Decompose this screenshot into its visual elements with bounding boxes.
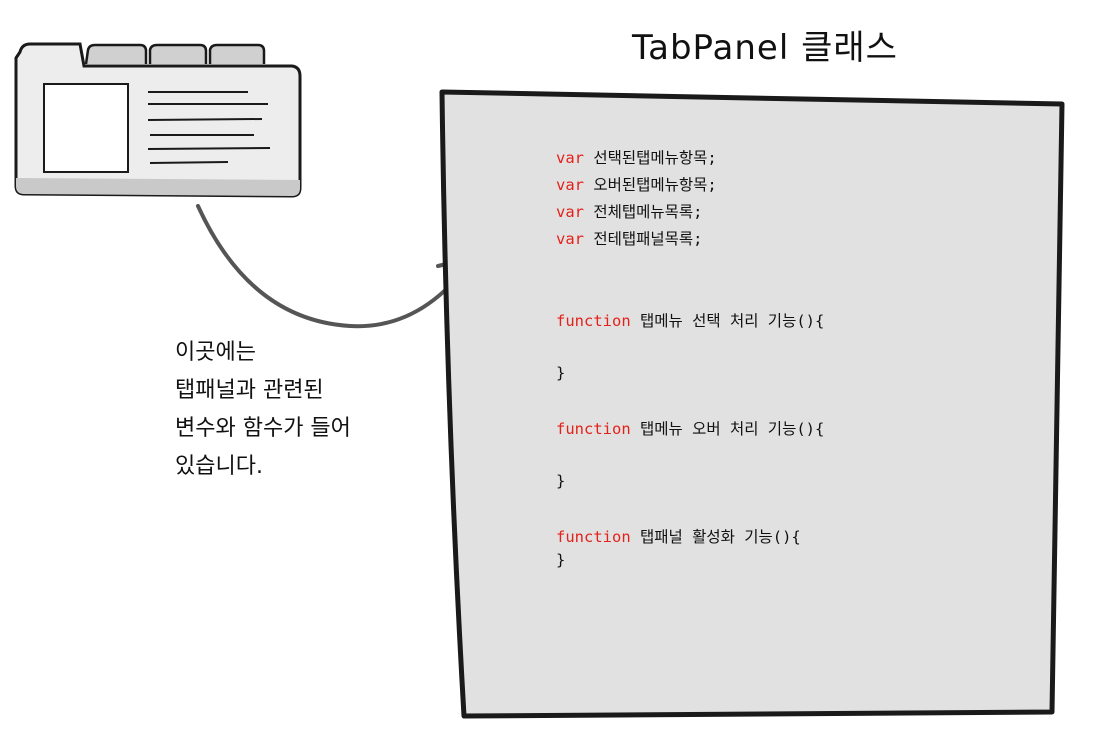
- var-keyword: var: [556, 176, 584, 194]
- function-declaration: function 탭패널 활성화 기능(){: [556, 525, 801, 547]
- var-keyword: var: [556, 230, 584, 248]
- function-signature: 탭패널 활성화 기능(){: [630, 528, 801, 546]
- var-name: 전체탭메뉴목록;: [584, 203, 703, 221]
- function-close-brace: }: [556, 551, 566, 569]
- var-declaration: var 전테탭패널목록;: [556, 227, 702, 249]
- var-declaration: var 오버된탭메뉴항목;: [556, 173, 717, 195]
- var-name: 전테탭패널목록;: [584, 230, 703, 248]
- note-line: 있습니다.: [175, 454, 263, 479]
- diagram-title: TabPanel 클래스: [632, 28, 898, 68]
- function-signature: 탭메뉴 선택 처리 기능(){: [630, 312, 825, 330]
- function-signature: 탭메뉴 오버 처리 기능(){: [630, 420, 825, 438]
- class-panel: [439, 89, 1065, 719]
- var-keyword: var: [556, 203, 584, 221]
- function-declaration: function 탭메뉴 선택 처리 기능(){: [556, 309, 824, 331]
- function-keyword: function: [556, 312, 631, 330]
- function-declaration: function 탭메뉴 오버 처리 기능(){: [556, 417, 824, 439]
- curved-arrow-icon: [196, 204, 474, 329]
- function-close-brace: }: [556, 364, 566, 382]
- var-name: 선택된탭메뉴항목;: [584, 149, 717, 167]
- var-name: 오버된탭메뉴항목;: [584, 176, 717, 194]
- function-close-brace: }: [556, 472, 566, 490]
- annotation-note: 이곳에는 탭패널과 관련된 변수와 함수가 들어 있습니다.: [175, 334, 351, 486]
- note-line: 이곳에는: [175, 340, 256, 365]
- note-line: 변수와 함수가 들어: [175, 416, 351, 441]
- var-keyword: var: [556, 149, 584, 167]
- var-declaration: var 선택된탭메뉴항목;: [556, 146, 717, 168]
- note-line: 탭패널과 관련된: [175, 378, 324, 403]
- var-declaration: var 전체탭메뉴목록;: [556, 200, 702, 222]
- tab-window-icon: [14, 42, 302, 198]
- function-keyword: function: [556, 528, 631, 546]
- function-keyword: function: [556, 420, 631, 438]
